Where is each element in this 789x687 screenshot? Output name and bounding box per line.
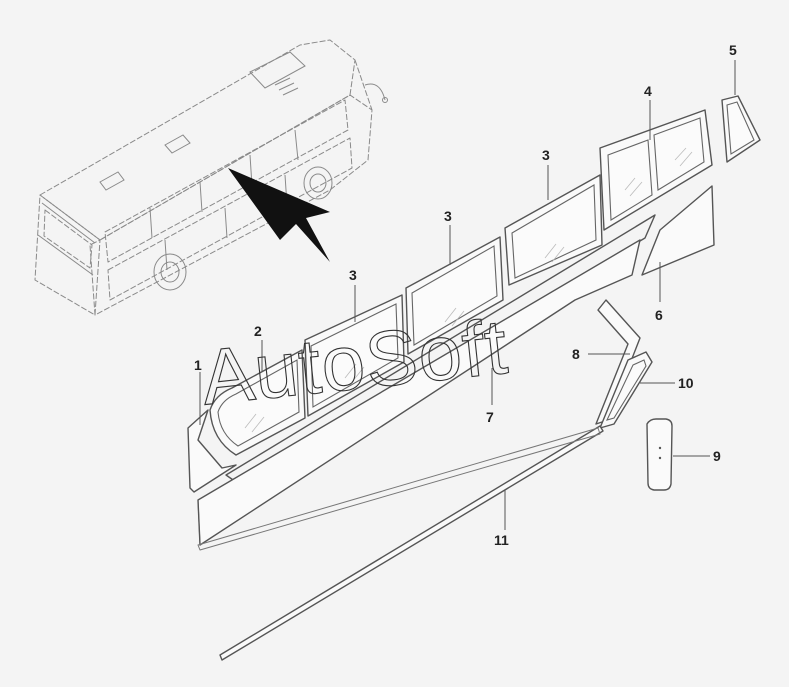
- callout-10: 10: [678, 375, 694, 391]
- part-10-seal: [599, 351, 653, 429]
- part-3-window-b: [405, 236, 504, 355]
- part-11-strip: [197, 425, 604, 661]
- callout-5: 5: [729, 42, 737, 58]
- callout-1: 1: [194, 357, 202, 373]
- part-9-plate: [646, 418, 673, 491]
- part-5-quarter-glass: [721, 95, 761, 163]
- part-2-window: [209, 349, 306, 456]
- callout-11: 11: [494, 532, 509, 548]
- leader-lines: [199, 60, 736, 530]
- callout-3: 3: [542, 147, 550, 163]
- callout-labels: 5 4 3 3 3 2 1 6 7 8 10 9 11: [194, 42, 737, 548]
- part-1-panel: [187, 409, 237, 493]
- callout-7: 7: [486, 409, 494, 425]
- bus-overview-drawing: [34, 39, 388, 316]
- callout-9: 9: [713, 448, 721, 464]
- part-6-panel: [641, 185, 715, 276]
- callout-2: 2: [254, 323, 262, 339]
- callout-3: 3: [444, 208, 452, 224]
- callout-8: 8: [572, 346, 580, 362]
- callout-6: 6: [655, 307, 663, 323]
- callout-4: 4: [644, 83, 652, 99]
- part-3-window-c: [504, 174, 603, 286]
- watermark-text: AutoSoft: [197, 302, 512, 422]
- callout-3: 3: [349, 267, 357, 283]
- part-7-lower-panel: [197, 239, 641, 546]
- part-3-window-a: [304, 294, 405, 417]
- part-4-window: [599, 109, 713, 231]
- pointer-arrow: [228, 168, 330, 262]
